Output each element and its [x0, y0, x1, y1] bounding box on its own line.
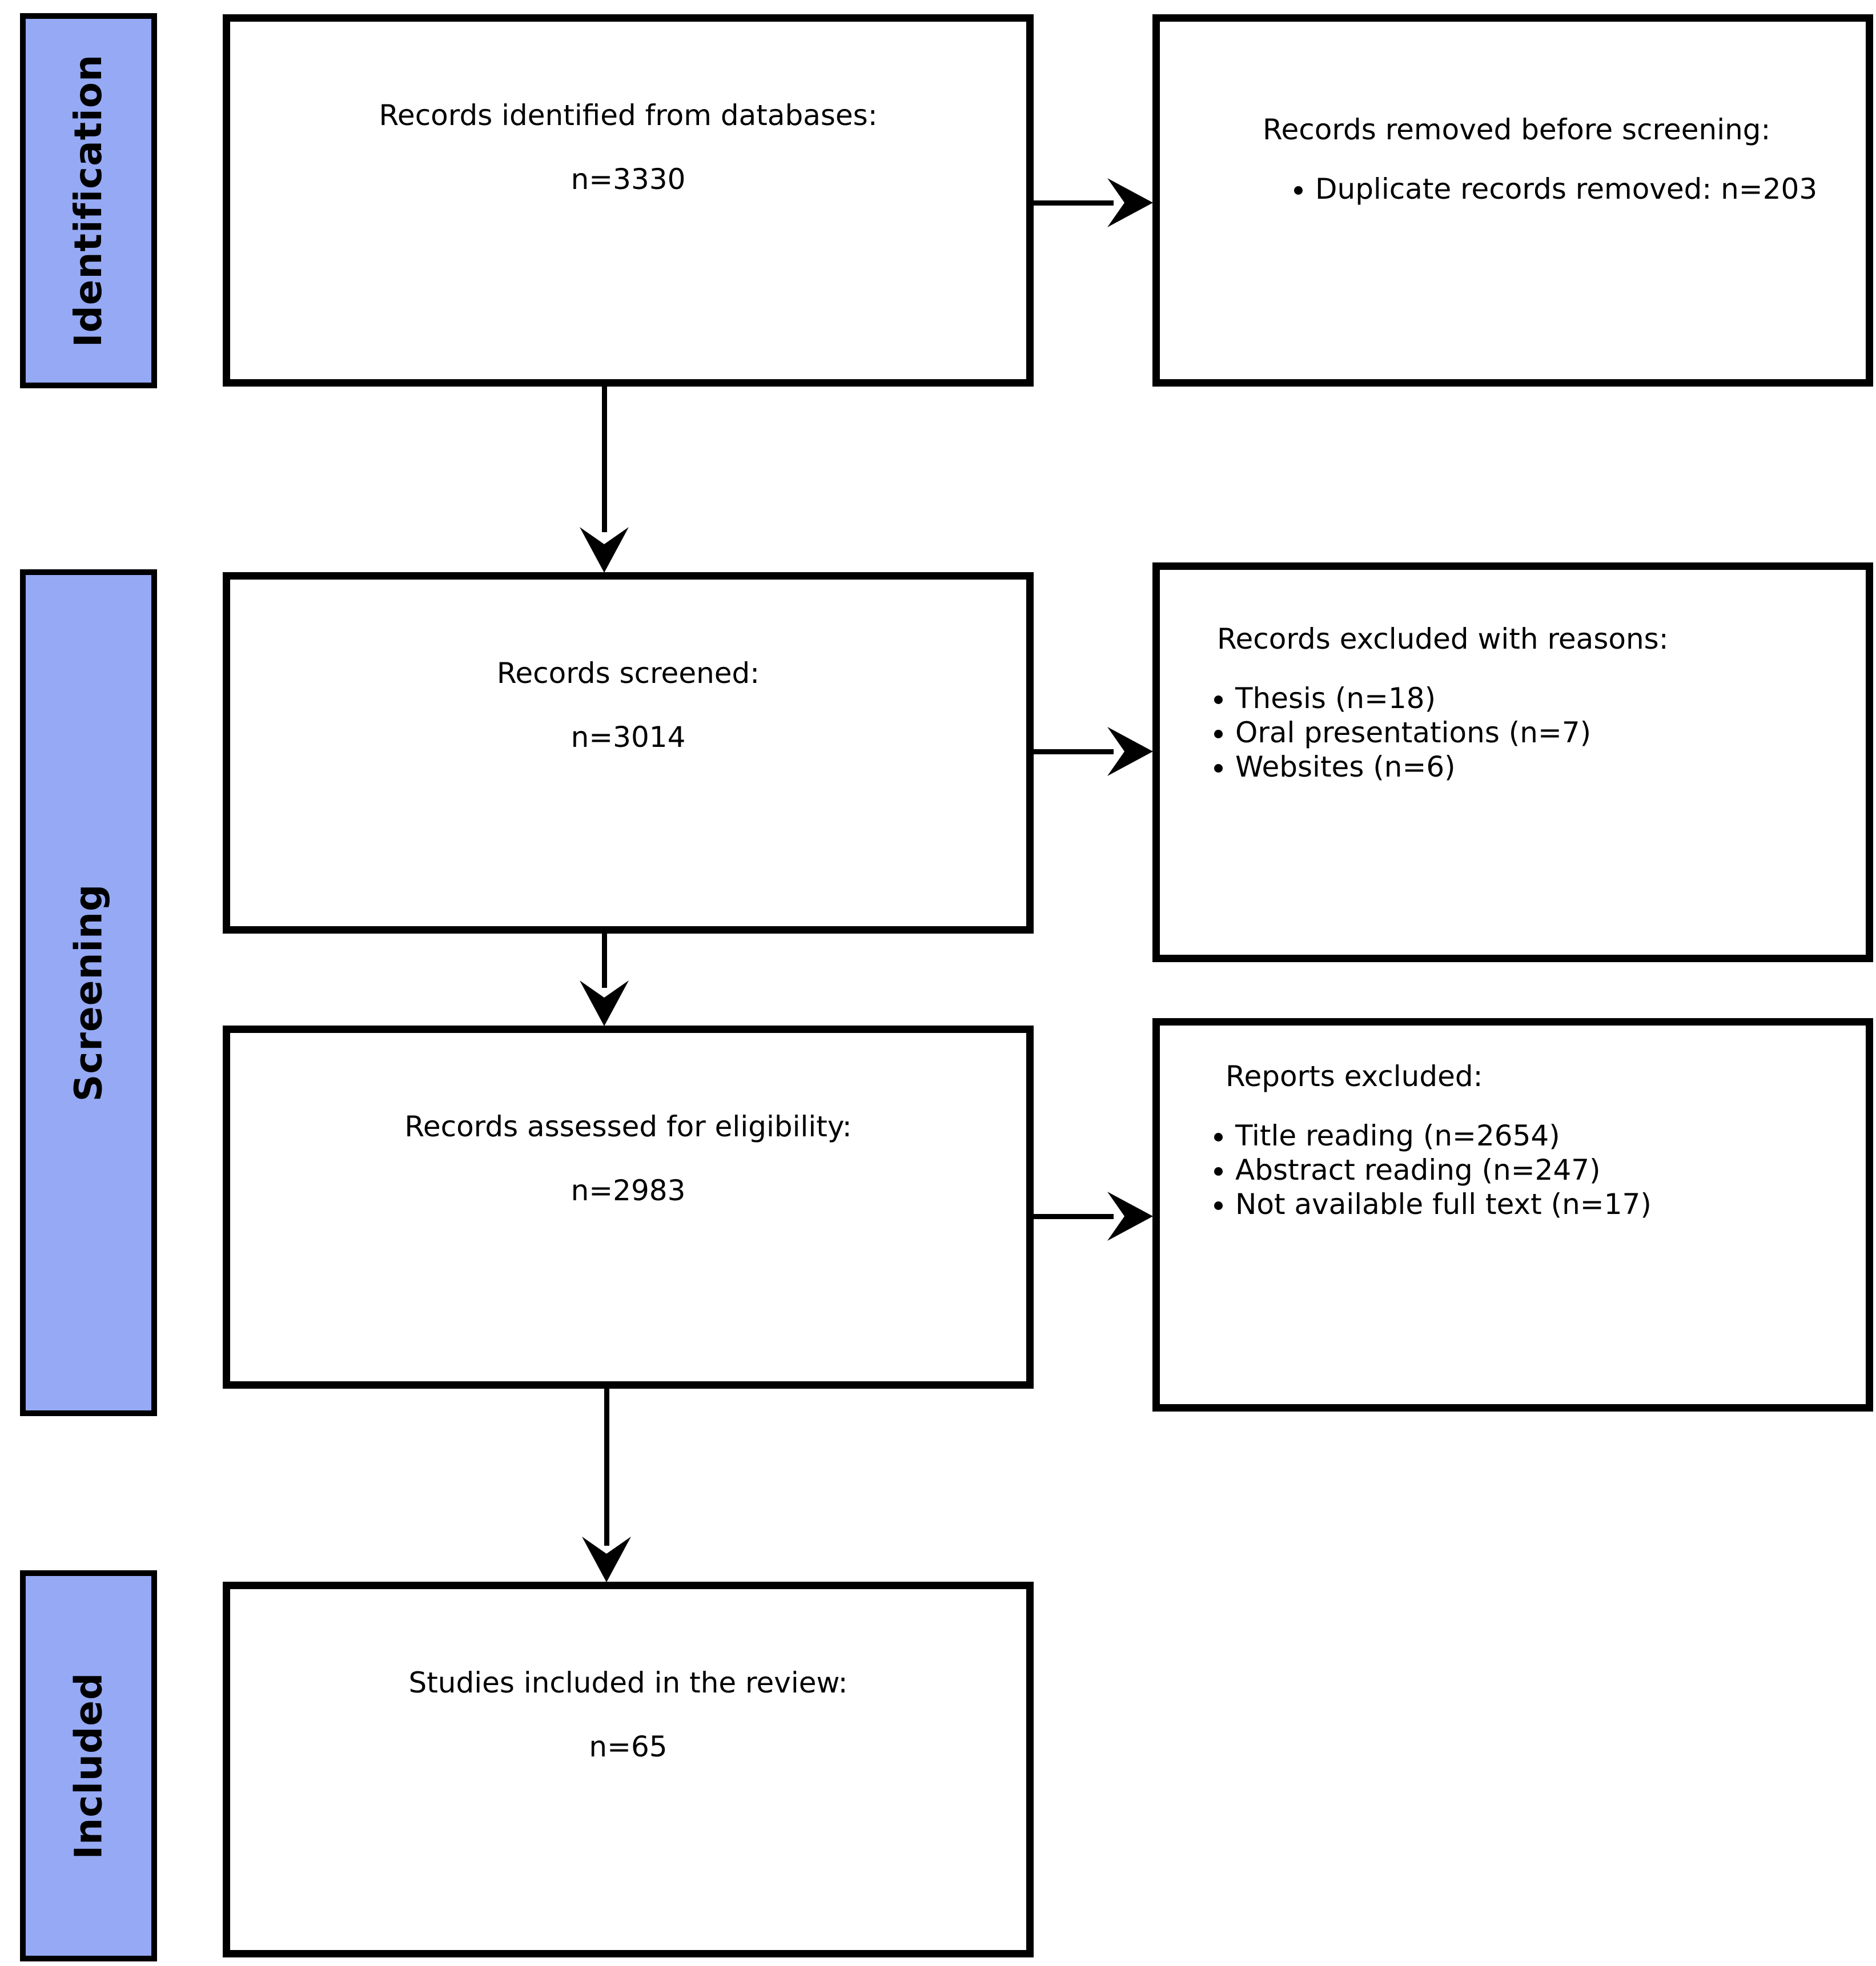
stage-band-screening: Screening — [20, 569, 157, 1416]
exclusion-box-title: Records removed before screening: — [1263, 113, 1771, 146]
down-arrowhead-icon — [579, 975, 630, 1026]
exclusion-item: Not available full text (n=17) — [1235, 1187, 1843, 1221]
connector-line-right-1 — [1034, 200, 1114, 206]
right-arrowhead-icon — [1102, 726, 1153, 777]
exclusion-box-reports-excluded: Reports excluded: Title reading (n=2654)… — [1152, 1018, 1873, 1412]
process-box-title: Studies included in the review: — [408, 1666, 848, 1699]
process-box-count: n=65 — [589, 1730, 668, 1763]
stage-label-included: Included — [66, 1672, 111, 1860]
process-box-title: Records identified from databases: — [379, 99, 878, 132]
down-arrowhead-icon — [581, 1531, 632, 1582]
exclusion-box-title: Reports excluded: — [1226, 1060, 1483, 1093]
connector-line-down-1 — [602, 387, 607, 532]
process-box-title: Records screened: — [496, 657, 760, 690]
down-arrowhead-icon — [579, 521, 630, 573]
exclusion-item: Thesis (n=18) — [1235, 681, 1843, 715]
stage-band-included: Included — [20, 1570, 157, 1961]
process-box-records-identified: Records identified from databases: n=333… — [223, 14, 1034, 387]
exclusion-item: Websites (n=6) — [1235, 750, 1843, 784]
process-box-count: n=3014 — [571, 721, 686, 754]
process-box-records-screened: Records screened: n=3014 — [223, 572, 1034, 934]
exclusion-box-removed-before-screening: Records removed before screening: Duplic… — [1152, 14, 1873, 387]
exclusion-box-title: Records excluded with reasons: — [1217, 622, 1669, 656]
process-box-count: n=3330 — [571, 163, 686, 196]
connector-line-right-2 — [1034, 749, 1114, 754]
exclusion-list: Duplicate records removed: n=203 — [1211, 172, 1843, 206]
process-box-title: Records assessed for eligibility: — [404, 1110, 852, 1143]
exclusion-list: Thesis (n=18) Oral presentations (n=7) W… — [1211, 681, 1843, 784]
connector-line-down-3 — [604, 1389, 609, 1546]
process-box-studies-included: Studies included in the review: n=65 — [223, 1582, 1034, 1957]
right-arrowhead-icon — [1102, 1191, 1153, 1242]
exclusion-item: Duplicate records removed: n=203 — [1315, 172, 1843, 206]
stage-band-identification: Identification — [20, 13, 157, 388]
stage-label-screening: Screening — [66, 883, 111, 1102]
exclusion-item: Oral presentations (n=7) — [1235, 715, 1843, 750]
exclusion-box-records-excluded: Records excluded with reasons: Thesis (n… — [1152, 562, 1873, 962]
connector-line-right-3 — [1034, 1214, 1114, 1219]
stage-label-identification: Identification — [66, 54, 111, 348]
process-box-records-assessed: Records assessed for eligibility: n=2983 — [223, 1026, 1034, 1389]
connector-line-down-2 — [602, 934, 607, 988]
exclusion-item: Abstract reading (n=247) — [1235, 1153, 1843, 1187]
exclusion-list: Title reading (n=2654) Abstract reading … — [1211, 1119, 1843, 1221]
right-arrowhead-icon — [1102, 177, 1153, 228]
exclusion-item: Title reading (n=2654) — [1235, 1119, 1843, 1153]
process-box-count: n=2983 — [571, 1174, 686, 1207]
